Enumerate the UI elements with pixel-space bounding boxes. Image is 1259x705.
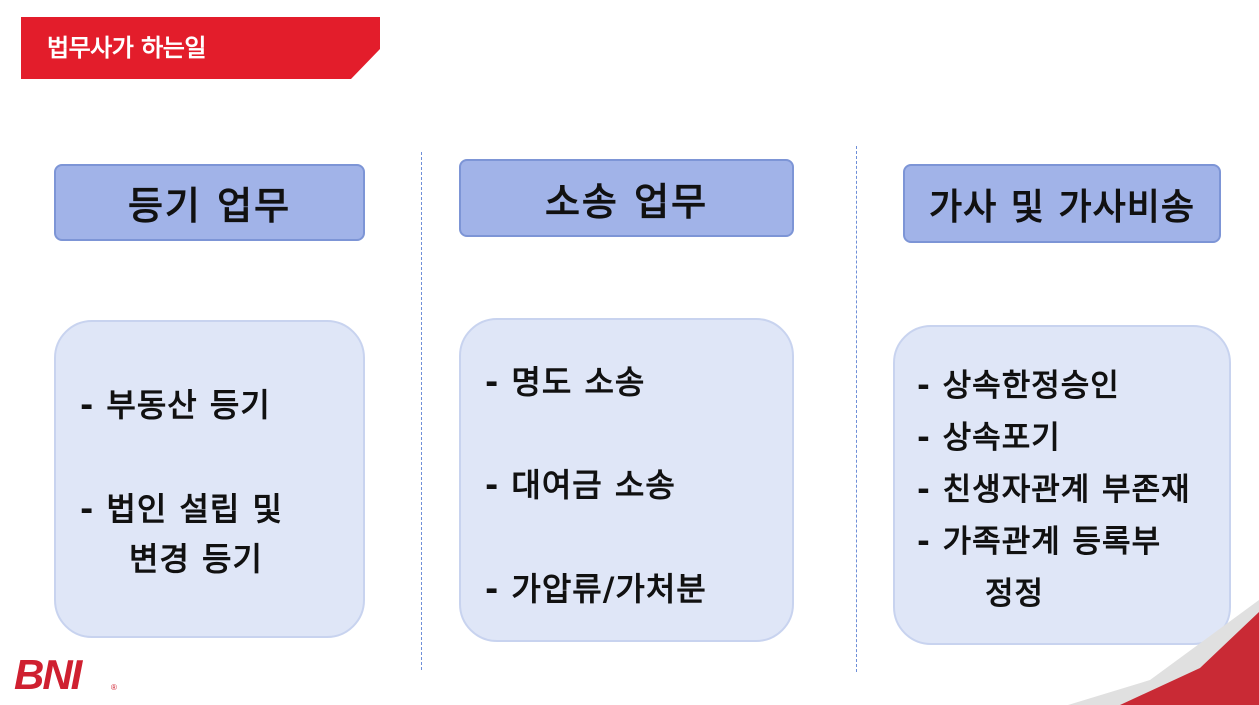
- column-content-registration: - 부동산 등기 - 법인 설립 및 변경 등기: [54, 320, 365, 638]
- page-title: 법무사가 하는일: [47, 34, 206, 62]
- list-item: 정정: [985, 576, 1045, 612]
- bni-logo: BNI: [14, 651, 82, 698]
- banner-shape: [21, 17, 380, 79]
- column-content-litigation: - 명도 소송 - 대여금 소송 - 가압류/가처분: [459, 318, 794, 642]
- list-item: - 명도 소송: [485, 363, 646, 401]
- list-item: - 상속포기: [917, 420, 1061, 456]
- list-item: - 상속한정승인: [917, 368, 1120, 404]
- list-item: 변경 등기: [129, 540, 263, 578]
- list-item: - 부동산 등기: [80, 386, 271, 424]
- title-banner: 법무사가 하는일: [21, 17, 380, 79]
- column-divider-left: [421, 152, 422, 670]
- column-header-litigation: 소송 업무: [459, 159, 794, 237]
- list-item: - 대여금 소송: [485, 466, 676, 504]
- column-header-registration: 등기 업무: [54, 164, 365, 241]
- registered-mark: ®: [111, 683, 117, 692]
- column-divider-right: [856, 146, 857, 672]
- list-item: - 가압류/가처분: [485, 570, 707, 608]
- list-item: - 친생자관계 부존재: [917, 472, 1191, 508]
- column-header-family: 가사 및 가사비송: [903, 164, 1221, 243]
- list-item: - 가족관계 등록부: [917, 524, 1162, 560]
- list-item: - 법인 설립 및: [80, 490, 283, 528]
- column-content-family: - 상속한정승인 - 상속포기 - 친생자관계 부존재 - 가족관계 등록부 정…: [893, 325, 1231, 645]
